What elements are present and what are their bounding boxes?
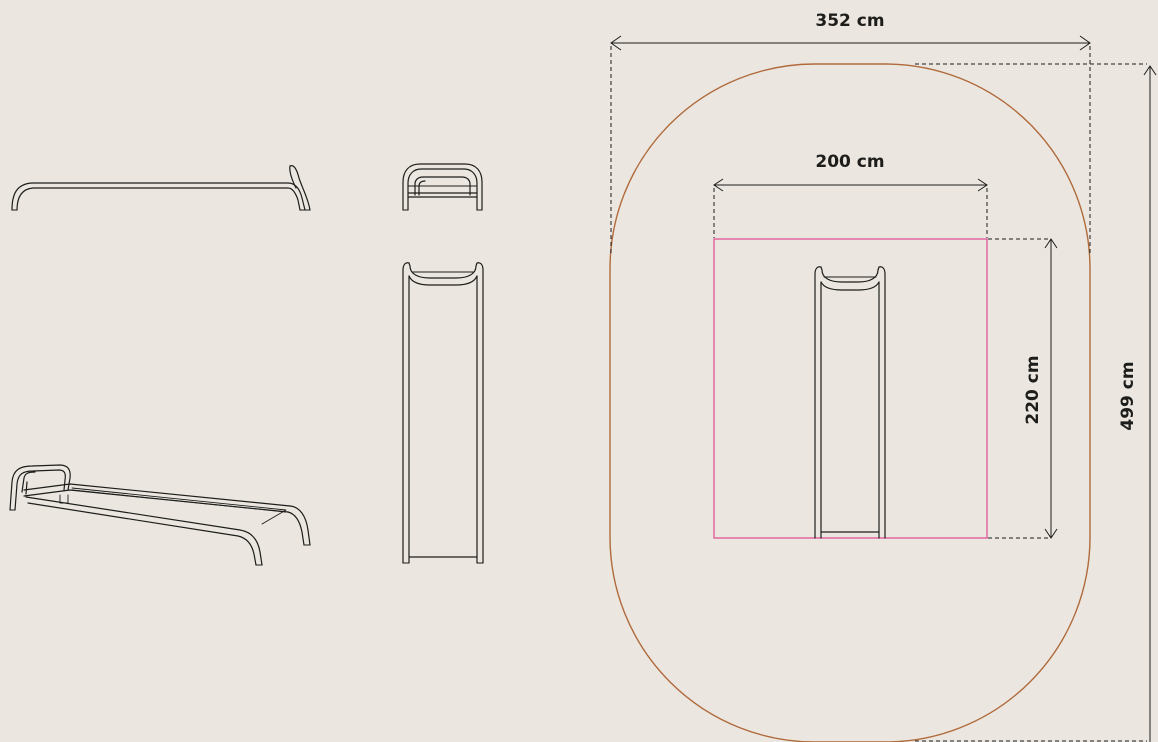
dimension-overall-length <box>915 63 1157 742</box>
plan-bench <box>814 266 886 539</box>
site-plan <box>609 35 1157 742</box>
bench-front-view <box>402 163 483 211</box>
dimension-equipment-length <box>988 238 1058 539</box>
safety-zone-outline <box>609 63 1091 742</box>
dimension-equipment-width <box>713 178 988 238</box>
bench-perspective-view <box>9 464 311 566</box>
label-overall-length: 499 cm <box>1118 361 1138 430</box>
label-equipment-width: 200 cm <box>815 152 884 172</box>
bench-side-view <box>11 165 311 211</box>
label-overall-width: 352 cm <box>815 11 884 31</box>
dimension-overall-width <box>610 35 1091 255</box>
equipment-footprint <box>713 238 988 539</box>
bench-top-view <box>402 262 484 564</box>
label-equipment-length: 220 cm <box>1023 355 1043 424</box>
